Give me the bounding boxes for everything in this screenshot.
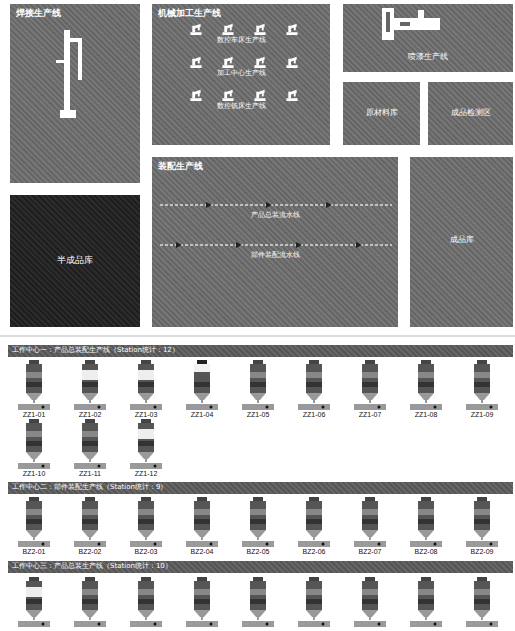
line-label: 加工中心生产线 bbox=[152, 69, 330, 78]
station-icon bbox=[18, 577, 50, 627]
station-icon bbox=[410, 497, 442, 547]
paint-machine-icon bbox=[382, 8, 440, 40]
storage-box: 半成品库 bbox=[10, 195, 140, 327]
station-icon bbox=[354, 577, 386, 627]
station-label: ZZ1-02 bbox=[64, 411, 116, 419]
crane-icon bbox=[56, 30, 82, 118]
station-icon bbox=[410, 360, 442, 410]
station-icon bbox=[74, 419, 106, 469]
station-label: BZ2-06 bbox=[288, 548, 340, 556]
station-icon bbox=[466, 577, 498, 627]
section-header: 工作中心三：产品总装生产线（Station统计：10） bbox=[8, 561, 513, 573]
station-icon bbox=[466, 360, 498, 410]
station-label: ZZ1-10 bbox=[8, 470, 60, 478]
region-title: 机械加工生产线 bbox=[158, 8, 328, 19]
station-label: ZZ1-12 bbox=[120, 470, 172, 478]
station-label: BZ2-08 bbox=[400, 548, 452, 556]
station-icons bbox=[18, 360, 498, 627]
station-label: ZZ1-11 bbox=[64, 470, 116, 478]
station-label: ZZ1-03 bbox=[120, 411, 172, 419]
station-label: BZ2-03 bbox=[120, 548, 172, 556]
station-label: ZZ1-05 bbox=[232, 411, 284, 419]
station-label: ZZ1-08 bbox=[400, 411, 452, 419]
station-icon bbox=[186, 497, 218, 547]
station-label: BZ2-05 bbox=[232, 548, 284, 556]
station-icon bbox=[354, 360, 386, 410]
line-label: 产品总装流水线 bbox=[152, 211, 398, 220]
machine-icons bbox=[190, 24, 297, 101]
station-label: ZZ1-04 bbox=[176, 411, 228, 419]
station-label: BZ2-04 bbox=[176, 548, 228, 556]
conveyor-lines bbox=[160, 202, 392, 248]
station-icon bbox=[242, 577, 274, 627]
section-header: 工作中心二：部件装配生产线（Station统计：9） bbox=[8, 482, 513, 494]
region-title: 半成品库 bbox=[10, 255, 140, 266]
station-icon bbox=[410, 577, 442, 627]
station-label: ZZ1-01 bbox=[8, 411, 60, 419]
station-icon bbox=[242, 360, 274, 410]
station-icon bbox=[74, 497, 106, 547]
line-label: 数控铣床生产线 bbox=[152, 102, 330, 111]
station-icon bbox=[18, 419, 50, 469]
station-icon bbox=[186, 577, 218, 627]
station-label: BZ2-02 bbox=[64, 548, 116, 556]
station-label: BZ2-01 bbox=[8, 548, 60, 556]
line-label: 数控车床生产线 bbox=[152, 36, 330, 45]
station-label: BZ2-07 bbox=[344, 548, 396, 556]
region-title: 成品库 bbox=[410, 235, 513, 245]
station-icon bbox=[130, 497, 162, 547]
station-label: ZZ1-06 bbox=[288, 411, 340, 419]
station-icon bbox=[18, 497, 50, 547]
station-icon bbox=[130, 419, 162, 469]
station-icon bbox=[186, 360, 218, 410]
station-icon bbox=[18, 360, 50, 410]
region-title: 工作中心三：产品总装生产线（Station统计：10） bbox=[12, 562, 511, 571]
area-region: 焊接生产线 bbox=[10, 4, 140, 183]
region-title: 工作中心一：产品总装配生产线（Station统计：12） bbox=[12, 346, 511, 355]
station-icon bbox=[298, 360, 330, 410]
station-label: ZZ1-07 bbox=[344, 411, 396, 419]
region-title: 喷漆生产线 bbox=[343, 52, 513, 62]
station-icon bbox=[242, 497, 274, 547]
area-region: 喷漆生产线 bbox=[343, 4, 513, 72]
region-title: 成品检测区 bbox=[428, 108, 513, 118]
storage-box: 成品库 bbox=[410, 157, 513, 327]
station-label: BZ2-09 bbox=[456, 548, 508, 556]
station-icon bbox=[130, 360, 162, 410]
station-icon bbox=[298, 497, 330, 547]
area-region: 机械加工生产线数控车床生产线加工中心生产线数控铣床生产线 bbox=[152, 4, 330, 145]
station-icon bbox=[354, 497, 386, 547]
separator-line bbox=[0, 336, 515, 337]
line-label: 部件装配流水线 bbox=[152, 251, 398, 260]
region-title: 装配生产线 bbox=[158, 161, 396, 172]
region-title: 原材料库 bbox=[343, 108, 420, 118]
station-icon bbox=[466, 497, 498, 547]
station-icon bbox=[74, 577, 106, 627]
station-label: ZZ1-09 bbox=[456, 411, 508, 419]
storage-box: 成品检测区 bbox=[428, 82, 513, 145]
station-icon bbox=[74, 360, 106, 410]
storage-box: 原材料库 bbox=[343, 82, 420, 145]
region-title: 工作中心二：部件装配生产线（Station统计：9） bbox=[12, 483, 511, 492]
region-title: 焊接生产线 bbox=[16, 8, 138, 19]
section-header: 工作中心一：产品总装配生产线（Station统计：12） bbox=[8, 345, 513, 357]
area-region: 装配生产线产品总装流水线部件装配流水线 bbox=[152, 157, 398, 327]
station-icon bbox=[298, 577, 330, 627]
station-icon bbox=[130, 577, 162, 627]
